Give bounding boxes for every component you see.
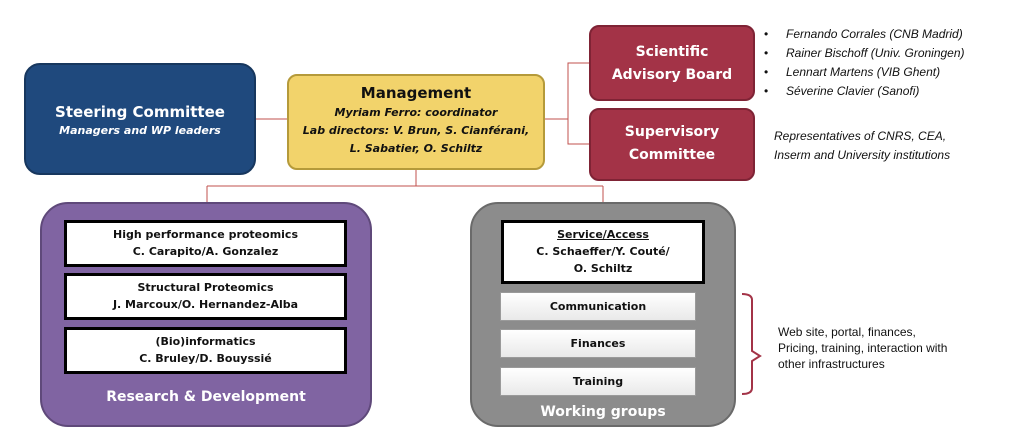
supervisory-note-line: Representatives of CNRS, CEA,	[774, 129, 947, 143]
management-line: Lab directors: V. Brun, S. Cianférani,	[302, 124, 530, 137]
service-line: O. Schiltz	[573, 262, 633, 275]
working-groups-note: Web site, portal, finances, Pricing, tra…	[778, 324, 1024, 372]
management-title: Management	[360, 84, 472, 102]
advisory-member: Fernando Corrales (CNB Madrid)	[764, 25, 1024, 44]
service-line: C. Schaeffer/Y. Couté/	[536, 245, 670, 258]
wg-note-line: Pricing, training, interaction with	[778, 341, 948, 355]
service-title: Service/Access	[557, 228, 649, 241]
wg-note-line: other infrastructures	[778, 357, 885, 371]
wp-title: (Bio)informatics	[155, 335, 256, 348]
steering-title: Steering Committee	[55, 103, 225, 121]
advisory-line: Advisory Board	[611, 67, 733, 83]
advisory-member: Rainer Bischoff (Univ. Groningen)	[764, 44, 1024, 63]
working-groups-label: Working groups	[540, 404, 666, 420]
group-bracket	[741, 293, 762, 395]
wp-title: High performance proteomics	[113, 228, 298, 241]
supervisory-note-line: Inserm and University institutions	[774, 148, 951, 162]
supervisory-representatives-note: Representatives of CNRS, CEA, Inserm and…	[774, 127, 1024, 165]
wp-box-bioinformatics: (Bio)informatics C. Bruley/D. Bouyssié	[64, 327, 347, 374]
management-box: Management Myriam Ferro: coordinator Lab…	[287, 74, 545, 170]
advisory-members-list: Fernando Corrales (CNB Madrid) Rainer Bi…	[764, 25, 1024, 101]
wp-people: C. Bruley/D. Bouyssié	[139, 352, 272, 365]
wp-box-structural-proteomics: Structural Proteomics J. Marcoux/O. Hern…	[64, 273, 347, 320]
group-finances: Finances	[500, 329, 696, 358]
group-training: Training	[500, 367, 696, 396]
steering-committee-box: Steering Committee Managers and WP leade…	[24, 63, 256, 175]
wp-people: J. Marcoux/O. Hernandez-Alba	[112, 298, 299, 311]
supervisory-line: Committee	[628, 147, 716, 163]
management-line: L. Sabatier, O. Schiltz	[349, 142, 483, 155]
steering-subtitle: Managers and WP leaders	[59, 124, 221, 137]
wp-title: Structural Proteomics	[137, 281, 274, 294]
group-communication: Communication	[500, 292, 696, 321]
advisory-member: Lennart Martens (VIB Ghent)	[764, 63, 1024, 82]
research-development-label: Research & Development	[106, 389, 306, 405]
advisory-member: Séverine Clavier (Sanofi)	[764, 82, 1024, 101]
management-line: Myriam Ferro: coordinator	[334, 106, 498, 119]
wp-people: C. Carapito/A. Gonzalez	[132, 245, 279, 258]
wg-note-line: Web site, portal, finances,	[778, 325, 916, 339]
advisory-line: Scientific	[635, 44, 709, 60]
supervisory-committee-box: Supervisory Committee	[589, 108, 755, 181]
wp-box-high-performance-proteomics: High performance proteomics C. Carapito/…	[64, 220, 347, 267]
supervisory-line: Supervisory	[624, 124, 720, 140]
scientific-advisory-board-box: Scientific Advisory Board	[589, 25, 755, 101]
service-access-box: Service/Access C. Schaeffer/Y. Couté/ O.…	[501, 220, 705, 284]
